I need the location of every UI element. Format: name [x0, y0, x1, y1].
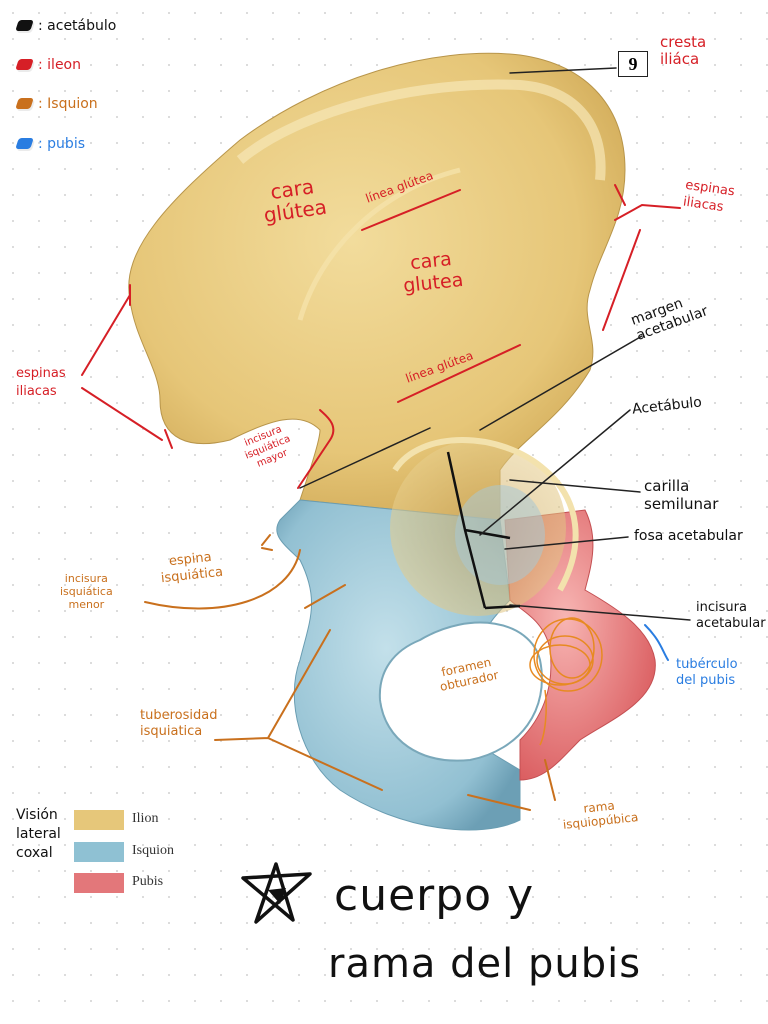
incisura-acetabular-line2: acetabular: [696, 616, 766, 631]
legend-label-ilion: Ilion: [132, 811, 159, 826]
label-carilla-semilunar: carilla semilunar: [644, 477, 718, 513]
legend-swatch-pubis: [74, 873, 124, 893]
anterior-gluteal-line: [297, 167, 461, 321]
incisura-acetabular-line1: incisura: [696, 600, 747, 615]
key-acetabulo: : acetábulo: [16, 18, 116, 34]
espinas-left-line1: espinas: [16, 366, 66, 381]
label-espinas-iliacas-left: espinas iliacas: [16, 365, 66, 401]
view-caption-line1: Visión: [16, 807, 58, 823]
label-espina-isquiatica: espina isquiática: [158, 549, 224, 587]
key-pubis: : pubis: [16, 136, 85, 152]
key-acetabulo-label: : acetábulo: [38, 18, 117, 34]
legend-label-pubis: Pubis: [132, 874, 164, 889]
legend-swatch-ilion: [74, 810, 124, 830]
incisura-menor-line2: isquiática: [60, 585, 113, 598]
label-cara-glutea-2: cara glutea: [400, 247, 464, 297]
incisura-menor-line3: menor: [68, 598, 105, 611]
ilion-ridge: [236, 79, 606, 181]
ilion-region: [128, 52, 626, 521]
label-incisura-isquiatica-menor: incisura isquiática menor: [60, 572, 113, 611]
label-incisura-acetabular: incisura acetabular: [696, 600, 766, 632]
figure-number-box: 9: [618, 51, 648, 77]
view-caption-line3: coxal: [16, 845, 53, 861]
key-ileon: : ileon: [16, 57, 81, 73]
key-ileon-label: : ileon: [38, 57, 81, 73]
acetabular-rim: [392, 437, 579, 592]
note-line-1: cuerpo y: [334, 870, 535, 921]
label-tuberosidad-isquiatica: tuberosidad isquiatica: [140, 708, 217, 740]
note-line-2: rama del pubis: [328, 941, 642, 987]
cresta-iliaca-line1: cresta: [660, 33, 707, 51]
carilla-line2: semilunar: [644, 495, 719, 513]
legend-label-isquion: Isquion: [132, 843, 174, 858]
label-fosa-acetabular: fosa acetabular: [634, 528, 743, 544]
pointer-lines: [81, 67, 691, 811]
label-cara-glutea-1: cara glútea: [259, 174, 328, 227]
tuberculo-line1: tubérculo: [676, 657, 738, 672]
label-espinas-iliacas-right: espinas iliacas: [682, 177, 736, 218]
label-cresta-iliaca: cresta iliáca: [660, 34, 706, 68]
label-tuberculo-pubis: tubérculo del pubis: [676, 657, 738, 689]
incisura-menor-line1: incisura: [64, 572, 108, 585]
key-pubis-label: : pubis: [38, 136, 85, 152]
view-caption-line2: lateral: [16, 826, 61, 842]
star-doodle-icon: [241, 862, 312, 924]
pubic-body-scribble: [529, 617, 603, 746]
obturator-foramen: [378, 621, 543, 762]
acetabulum-ink-outline: [446, 451, 521, 610]
key-isquion: : Isquion: [16, 96, 98, 112]
tuberosidad-line2: isquiatica: [140, 724, 203, 739]
tuberosidad-line1: tuberosidad: [140, 708, 218, 723]
legend-swatch-isquion: [74, 842, 124, 862]
key-isquion-label: : Isquion: [38, 96, 98, 112]
view-caption: Visión lateral coxal: [16, 806, 61, 863]
carilla-line1: carilla: [644, 477, 690, 495]
espinas-left-line2: iliacas: [16, 384, 57, 399]
tuberculo-line2: del pubis: [676, 673, 736, 688]
cresta-iliaca-line2: iliáca: [660, 50, 700, 68]
